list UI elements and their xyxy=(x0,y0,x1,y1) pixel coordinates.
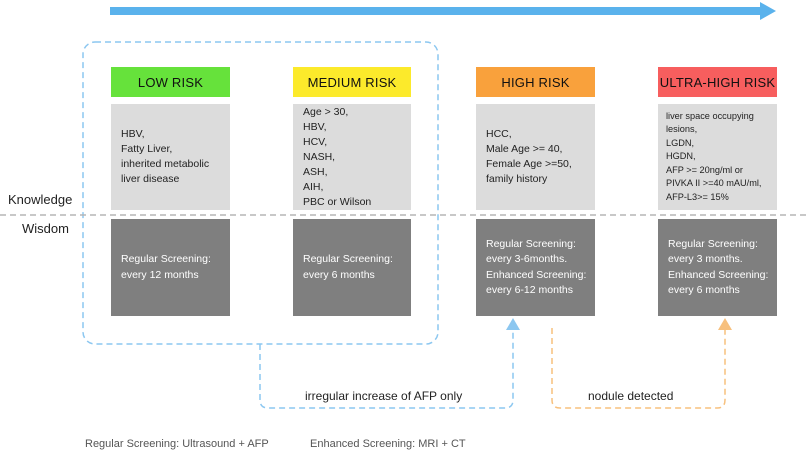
knowledge-item: Fatty Liver, xyxy=(121,143,173,155)
knowledge-item: lesions, xyxy=(666,124,698,135)
wisdom-item: every 6-12 months xyxy=(486,284,573,296)
knowledge-item: HGDN, xyxy=(666,151,696,162)
knowledge-item: family history xyxy=(486,173,548,185)
timeline-arrow xyxy=(110,2,776,20)
wisdom-item: Regular Screening: xyxy=(303,253,393,265)
knowledge-item: PIVKA II >=40 mAU/ml, xyxy=(666,178,762,189)
knowledge-item: AFP-L3>= 15% xyxy=(666,191,729,202)
ultra-high-risk-header: ULTRA-HIGH RISK xyxy=(658,67,777,97)
wisdom-item: Regular Screening: xyxy=(486,237,576,250)
afp-arrowhead xyxy=(506,318,520,330)
knowledge-item: Age > 30, xyxy=(303,105,349,118)
legend-regular-screening: Regular Screening: Ultrasound + AFP xyxy=(85,438,269,450)
wisdom-item: every 6 months xyxy=(668,284,740,296)
knowledge-item: HBV, xyxy=(303,120,327,133)
knowledge-item: liver space occupying xyxy=(666,110,754,121)
wisdom-item: every 6 months xyxy=(303,268,375,281)
ultra-high-risk-knowledge: liver space occupying lesions, LGDN, HGD… xyxy=(658,104,777,210)
wisdom-item: every 3 months. xyxy=(668,253,743,265)
knowledge-item: AFP >= 20ng/ml or xyxy=(666,164,743,175)
high-risk-knowledge: HCC, Male Age >= 40, Female Age >=50, fa… xyxy=(476,104,595,210)
high-risk-header: HIGH RISK xyxy=(476,67,595,97)
medium-risk-knowledge: Age > 30, HBV, HCV, NASH, ASH, AIH, PBC … xyxy=(293,104,411,210)
ultra-high-risk-wisdom: Regular Screening: every 3 months. Enhan… xyxy=(658,219,777,316)
wisdom-item: Enhanced Screening: xyxy=(668,268,769,281)
low-risk-wisdom: Regular Screening: every 12 months xyxy=(111,219,230,316)
knowledge-item: ASH, xyxy=(303,165,328,178)
wisdom-item: Regular Screening: xyxy=(121,253,211,265)
knowledge-item: Male Age >= 40, xyxy=(486,143,563,155)
knowledge-item: LGDN, xyxy=(666,137,695,148)
knowledge-item: PBC or Wilson xyxy=(303,195,372,208)
knowledge-item: HCC, xyxy=(486,128,512,140)
knowledge-item: AIH, xyxy=(303,180,324,193)
wisdom-item: every 12 months xyxy=(121,268,199,281)
knowledge-label: Knowledge xyxy=(8,192,73,207)
knowledge-item: inherited metabolic xyxy=(121,158,210,170)
nodule-connector xyxy=(551,318,732,409)
wisdom-item: every 3-6months. xyxy=(486,253,568,265)
afp-connector xyxy=(259,318,520,409)
wisdom-label: Wisdom xyxy=(22,221,69,236)
wisdom-item: Enhanced Screening: xyxy=(486,268,587,281)
knowledge-item: HCV, xyxy=(303,135,328,148)
nodule-flow-label: nodule detected xyxy=(588,389,674,403)
knowledge-item: HBV, xyxy=(121,128,145,140)
wisdom-item: Regular Screening: xyxy=(668,237,758,250)
low-risk-header: LOW RISK xyxy=(111,67,230,97)
afp-flow-label: irregular increase of AFP only xyxy=(305,389,463,403)
knowledge-item: NASH, xyxy=(303,150,336,163)
knowledge-item: liver disease xyxy=(121,173,180,185)
legend-enhanced-screening: Enhanced Screening: MRI + CT xyxy=(310,438,466,450)
high-risk-wisdom: Regular Screening: every 3-6months. Enha… xyxy=(476,219,595,316)
knowledge-item: Female Age >=50, xyxy=(486,158,572,170)
nodule-arrowhead xyxy=(718,318,732,330)
medium-risk-wisdom: Regular Screening: every 6 months xyxy=(293,219,411,316)
medium-risk-header: MEDIUM RISK xyxy=(293,67,411,97)
low-risk-knowledge: HBV, Fatty Liver, inherited metabolic li… xyxy=(111,104,230,210)
